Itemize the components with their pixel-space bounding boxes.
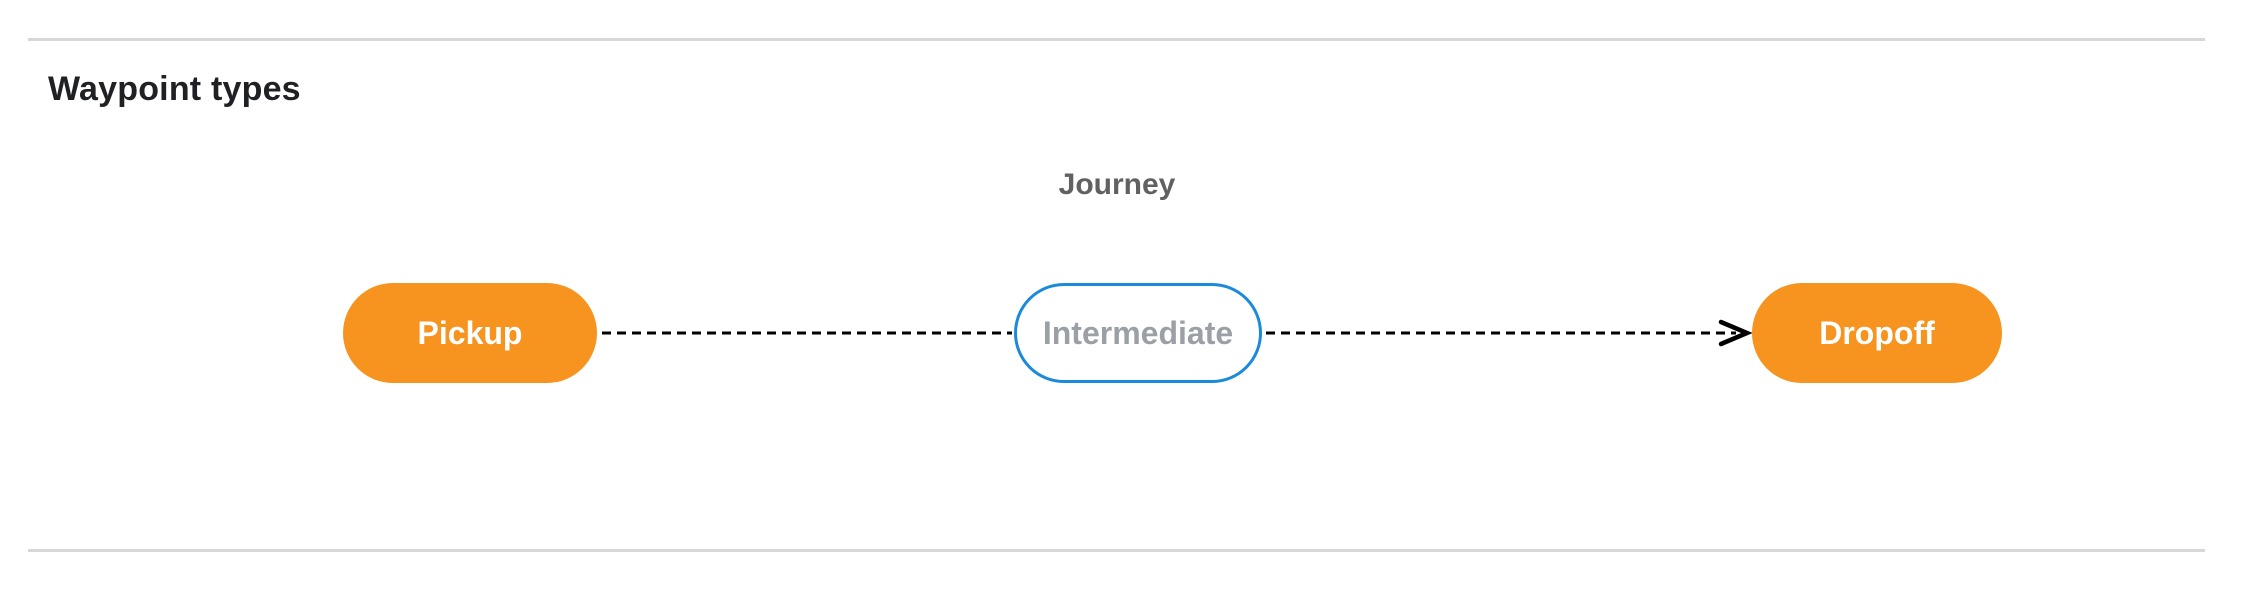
node-intermediate-label: Intermediate [1042, 314, 1234, 351]
node-dropoff-label: Dropoff [1819, 314, 1935, 351]
bottom-divider [28, 549, 2205, 552]
node-dropoff: Dropoff [1752, 283, 2002, 383]
arrowhead-icon [1718, 319, 1753, 347]
node-pickup-label: Pickup [417, 314, 523, 351]
top-divider [28, 38, 2205, 41]
section-heading: Waypoint types [48, 70, 301, 108]
node-intermediate: Intermediate [1014, 283, 1262, 383]
node-pickup: Pickup [343, 283, 597, 383]
diagram-title: Journey [1058, 168, 1176, 201]
